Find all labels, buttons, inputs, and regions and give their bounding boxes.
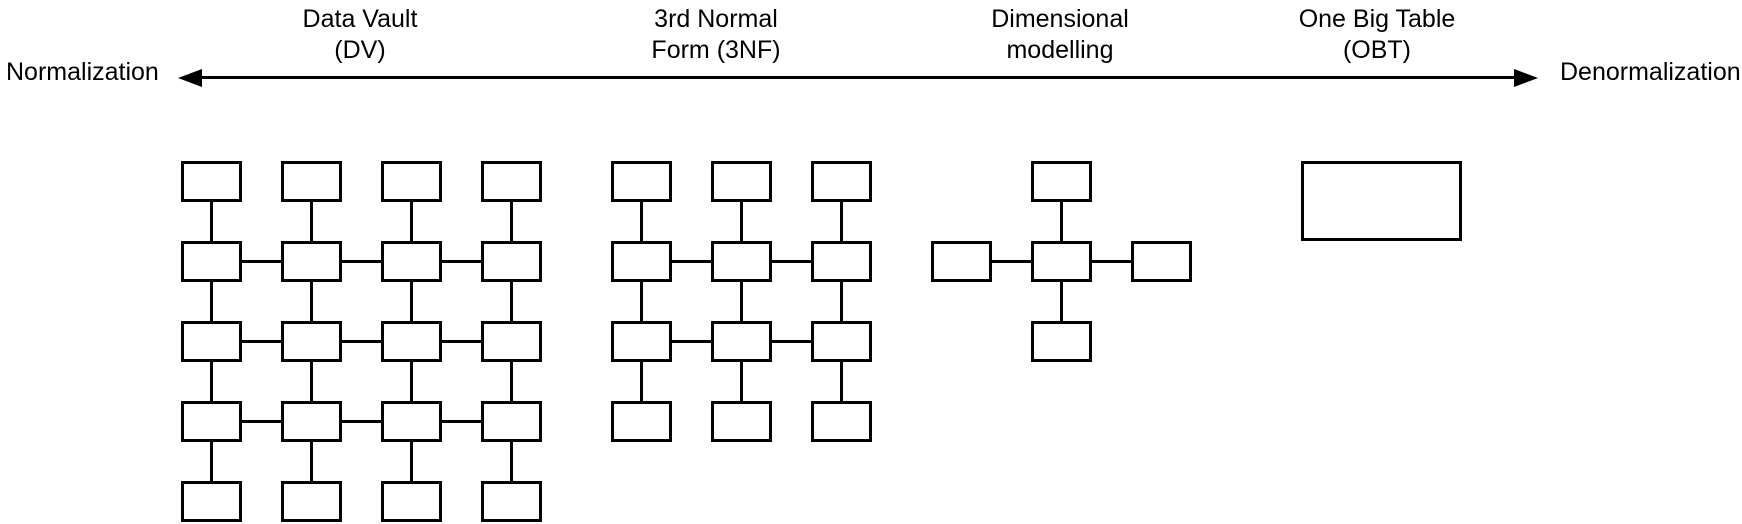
label-3nf-line1: 3rd Normal (654, 5, 778, 33)
entity-box (281, 321, 342, 362)
connector-line (840, 281, 843, 322)
label-obt-line2: (OBT) (1342, 36, 1412, 64)
connector-line (210, 361, 213, 402)
label-data-vault-line1: Data Vault (302, 5, 418, 33)
entity-box (611, 321, 672, 362)
connector-line (241, 420, 282, 423)
connector-line (840, 201, 843, 242)
connector-line (991, 260, 1032, 263)
connector-line (840, 361, 843, 402)
connector-line (410, 201, 413, 242)
connector-line (510, 361, 513, 402)
connector-line (341, 260, 382, 263)
connector-line (510, 441, 513, 482)
label-data-vault-line2: (DV) (334, 36, 386, 64)
entity-box (281, 481, 342, 522)
connector-line (410, 441, 413, 482)
connector-line (341, 340, 382, 343)
connector-line (441, 340, 482, 343)
label-3nf: 3rd Normal Form (3NF) (651, 4, 780, 66)
entity-box (1131, 241, 1192, 282)
label-dimensional-line2: modelling (1006, 36, 1114, 64)
connector-line (671, 340, 712, 343)
connector-line (441, 420, 482, 423)
entity-box (181, 481, 242, 522)
label-obt: One Big Table (OBT) (1299, 4, 1456, 66)
entity-box (811, 161, 872, 202)
entity-box (381, 321, 442, 362)
arrow-right-head-icon (1514, 68, 1538, 87)
entity-box (811, 241, 872, 282)
entity-box (381, 481, 442, 522)
entity-box (1031, 161, 1092, 202)
entity-box (481, 161, 542, 202)
label-obt-line1: One Big Table (1298, 5, 1456, 33)
entity-box (181, 401, 242, 442)
entity-box (381, 401, 442, 442)
connector-line (410, 281, 413, 322)
entity-box (931, 241, 992, 282)
denormalization-label: Denormalization (1560, 58, 1741, 86)
entity-box (281, 161, 342, 202)
connector-line (1091, 260, 1132, 263)
normalization-label: Normalization (6, 58, 159, 86)
label-dimensional: Dimensional modelling (991, 4, 1129, 66)
label-3nf-line2: Form (3NF) (651, 36, 781, 64)
entity-box (611, 401, 672, 442)
connector-line (241, 260, 282, 263)
entity-box (281, 401, 342, 442)
connector-line (210, 201, 213, 242)
connector-line (310, 441, 313, 482)
connector-line (640, 281, 643, 322)
entity-box (481, 241, 542, 282)
arrow-left-head-icon (178, 68, 202, 87)
entity-box (711, 161, 772, 202)
connector-line (740, 361, 743, 402)
label-data-vault: Data Vault (DV) (303, 4, 418, 66)
connector-line (210, 441, 213, 482)
entity-box (381, 161, 442, 202)
entity-box (711, 241, 772, 282)
connector-line (241, 340, 282, 343)
connector-line (441, 260, 482, 263)
entity-box (181, 161, 242, 202)
connector-line (1060, 281, 1063, 322)
connector-line (310, 361, 313, 402)
connector-line (640, 201, 643, 242)
entity-box (481, 481, 542, 522)
entity-box (811, 321, 872, 362)
connector-line (410, 361, 413, 402)
entity-box (711, 321, 772, 362)
entity-box (1031, 241, 1092, 282)
connector-line (210, 281, 213, 322)
entity-box (481, 401, 542, 442)
connector-line (740, 201, 743, 242)
connector-line (341, 420, 382, 423)
entity-box (1301, 161, 1462, 241)
connector-line (771, 340, 812, 343)
connector-line (1060, 201, 1063, 242)
entity-box (281, 241, 342, 282)
entity-box (181, 241, 242, 282)
connector-line (640, 361, 643, 402)
entity-box (481, 321, 542, 362)
connector-line (510, 281, 513, 322)
entity-box (1031, 321, 1092, 362)
entity-box (611, 161, 672, 202)
connector-line (771, 260, 812, 263)
entity-box (711, 401, 772, 442)
entity-box (611, 241, 672, 282)
label-dimensional-line1: Dimensional (991, 5, 1129, 33)
spectrum-arrow-shaft (196, 76, 1520, 79)
connector-line (310, 281, 313, 322)
entity-box (181, 321, 242, 362)
connector-line (671, 260, 712, 263)
entity-box (381, 241, 442, 282)
connector-line (310, 201, 313, 242)
connector-line (740, 281, 743, 322)
entity-box (811, 401, 872, 442)
connector-line (510, 201, 513, 242)
